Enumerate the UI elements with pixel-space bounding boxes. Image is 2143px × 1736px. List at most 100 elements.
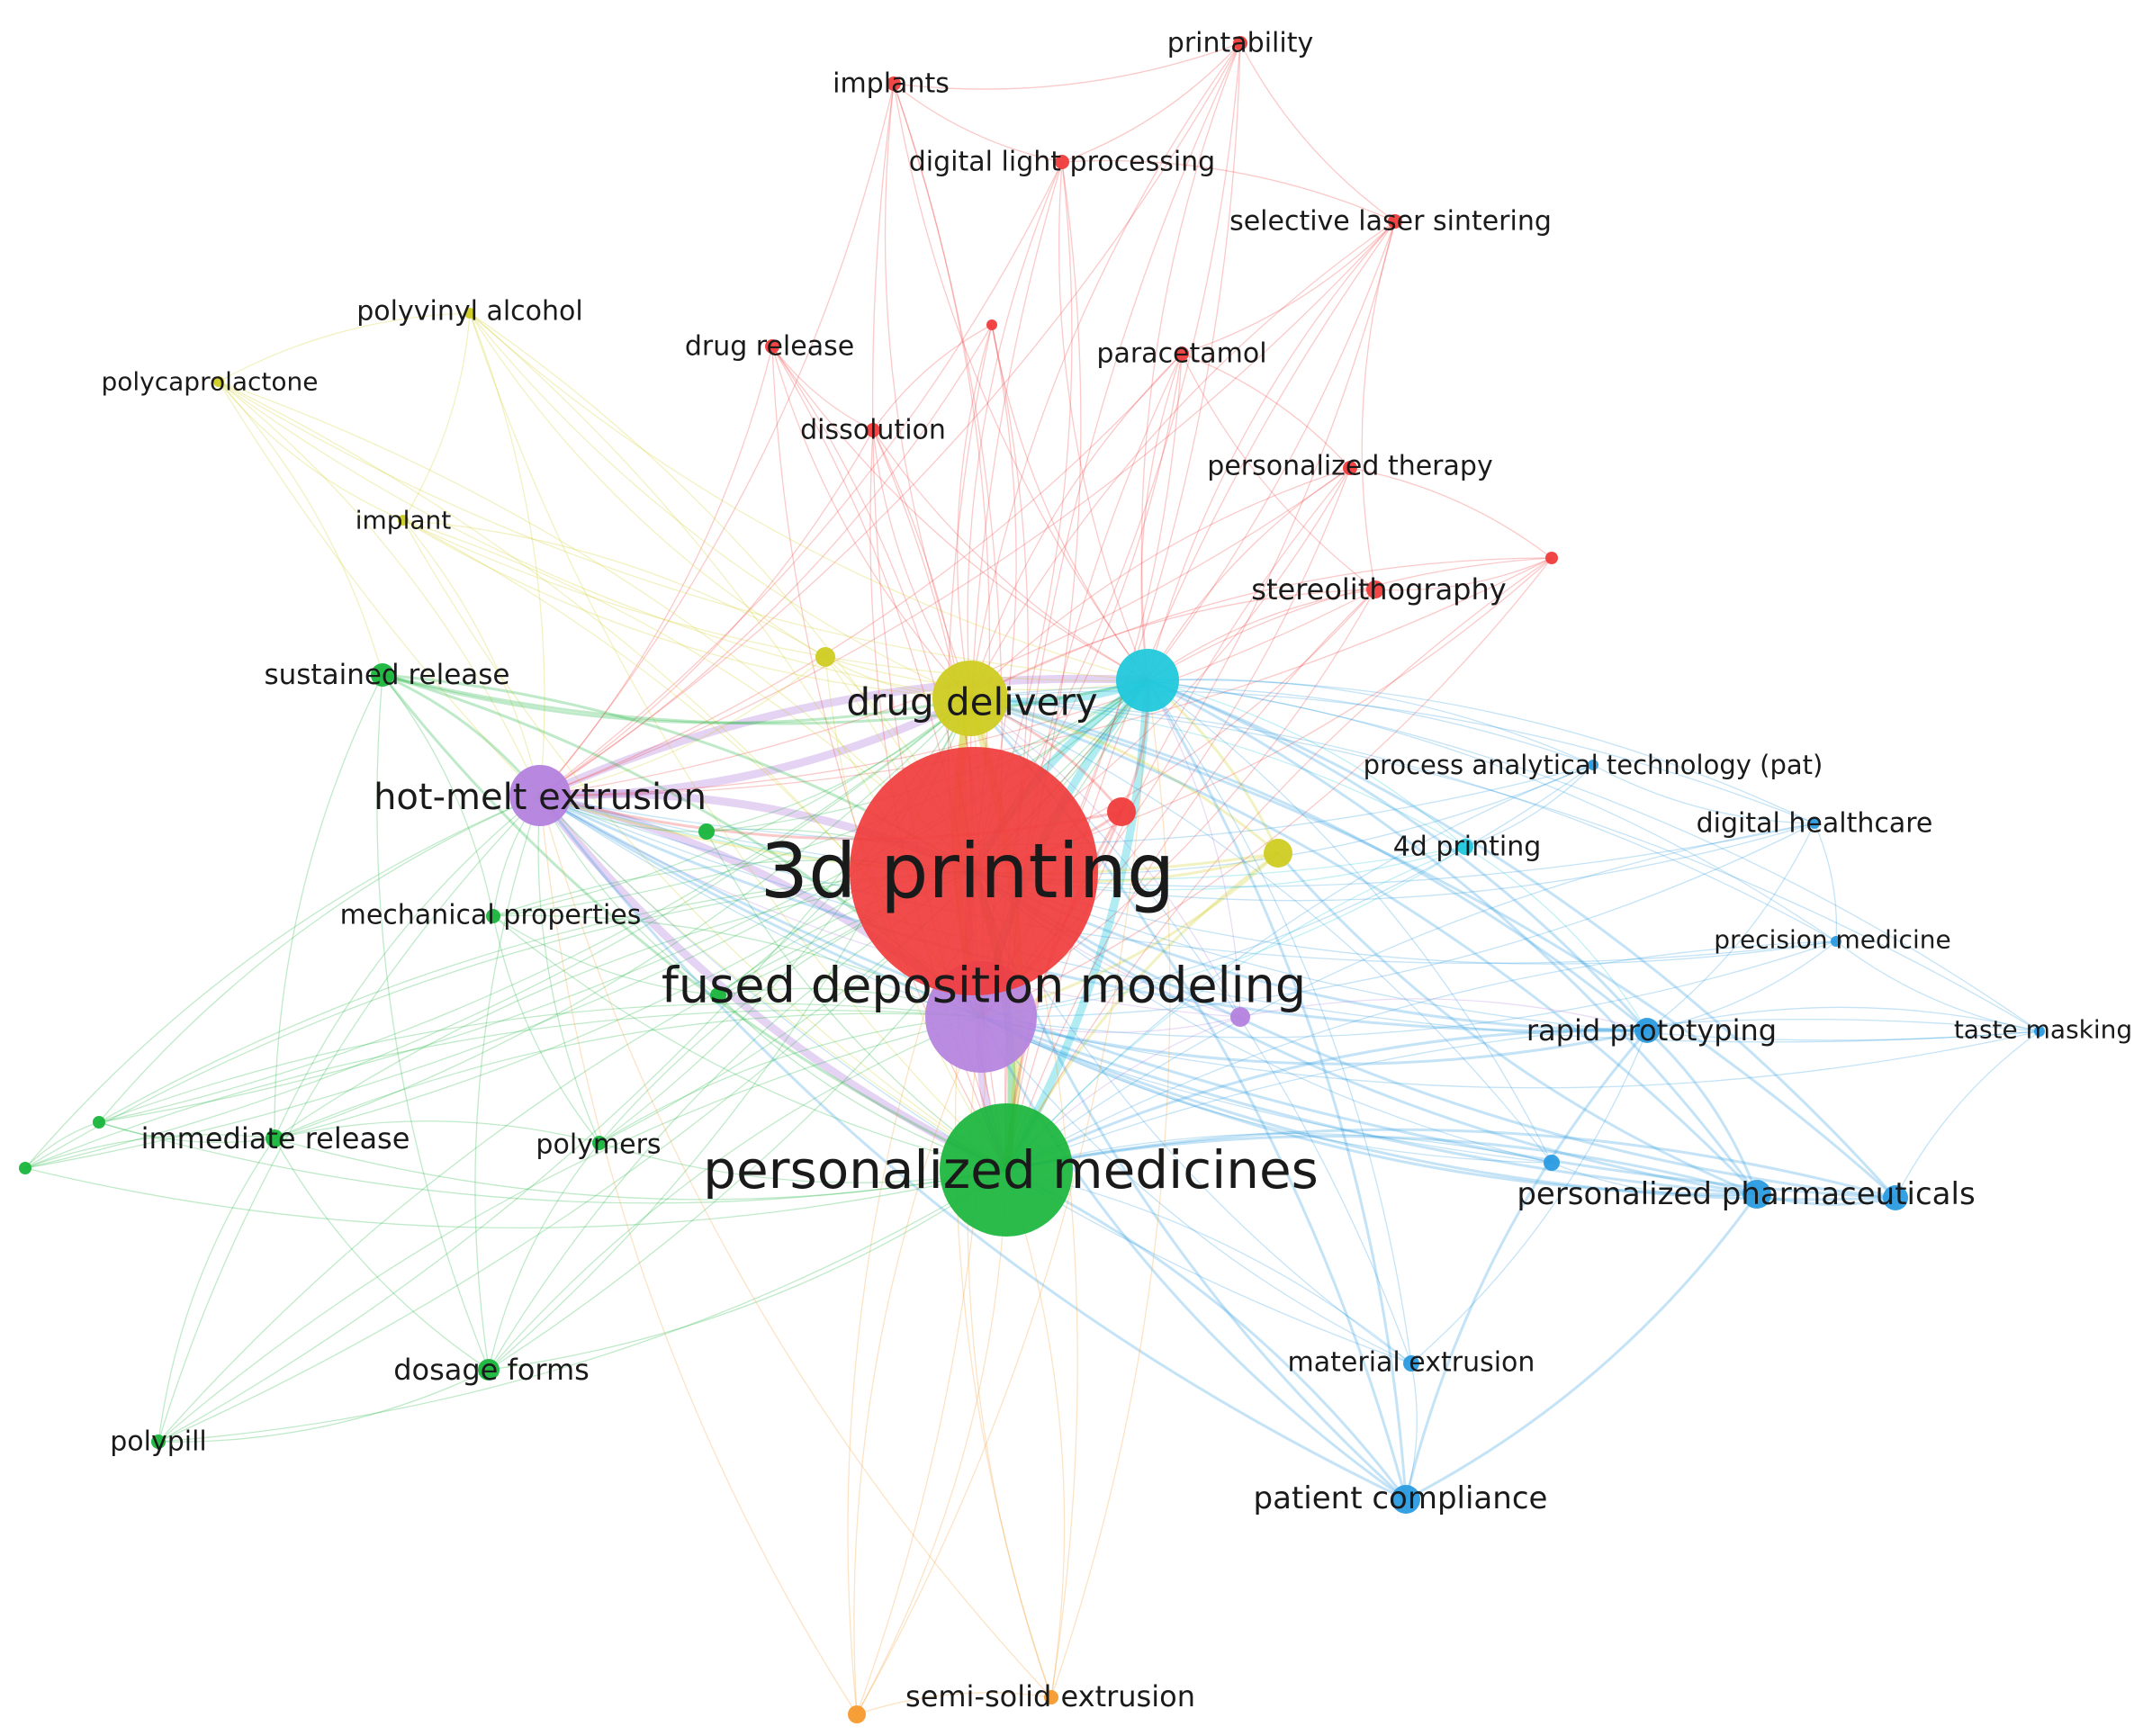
node-process-analytical-technology[interactable] [1588, 760, 1598, 770]
edge-drug-release-dissolution [771, 346, 874, 431]
node-rapid-prototyping[interactable] [1634, 1018, 1660, 1043]
edge-material-extrusion-patient-compliance [1405, 1363, 1418, 1500]
edge-personalized-therapy-personalized-medicines [1005, 467, 1351, 1171]
edge-orange-small-3d-printing [847, 870, 975, 1715]
edge-stereolithography-drug-delivery [969, 589, 1376, 699]
node-precision-medicine[interactable] [1831, 936, 1841, 947]
edge-sustained-release-personalized-medicines [381, 674, 1007, 1172]
edge-polypill-hot-melt-extrusion [158, 795, 541, 1443]
label-drug-release: drug release [685, 331, 854, 363]
label-personalized-medicines: personalized medicines [703, 1139, 1319, 1201]
node-sustained-release[interactable] [371, 663, 394, 687]
node-patient-compliance[interactable] [1391, 1485, 1420, 1514]
node-stereolithography[interactable] [1366, 580, 1384, 598]
node-digital-light-processing[interactable] [1055, 155, 1069, 169]
edge-blue-small-b-cyan-hub [1147, 679, 1897, 1200]
edge-implant-yellow-small-a [402, 519, 826, 658]
label-printability: printability [1167, 28, 1313, 59]
edge-printability-implants [893, 42, 1241, 90]
node-personalized-pharmaceuticals[interactable] [1742, 1180, 1771, 1209]
edge-personalized-medicines-hot-melt-extrusion [536, 793, 1008, 1174]
edge-polyvinyl-alcohol-hot-melt-extrusion [469, 312, 545, 796]
edge-green-small-d-hot-melt-extrusion [24, 795, 541, 1169]
edge-mechanical-properties-polymers [492, 915, 600, 1144]
node-purple-small[interactable] [1230, 1007, 1250, 1027]
node-immediate-release[interactable] [266, 1129, 284, 1147]
node-green-small-c[interactable] [93, 1116, 105, 1129]
node-dosage-forms[interactable] [478, 1359, 500, 1381]
edge-immediate-release-drug-delivery [274, 697, 971, 1139]
edge-polypill-dosage-forms [158, 1369, 490, 1443]
edge-drug-release-drug-delivery [771, 346, 971, 699]
label-selective-laser-sintering: selective laser sintering [1229, 206, 1552, 238]
edge-rapid-prototyping-personalized-pharmaceuticals [1645, 1029, 1759, 1195]
edge-selective-laser-sintering-stereolithography [1361, 220, 1396, 590]
node-personalized-medicines[interactable] [940, 1103, 1073, 1237]
edge-implant-drug-delivery [402, 519, 971, 699]
edge-paracetamol-stereolithography [1181, 353, 1376, 590]
edge-immediate-release-polymers [274, 1120, 600, 1144]
edge-personalized-pharmaceuticals-hot-melt-extrusion [539, 794, 1758, 1196]
node-green-small-a[interactable] [698, 823, 715, 840]
label-implants: implants [833, 68, 950, 100]
edge-polycaprolactone-sustained-release [218, 381, 383, 676]
node-mechanical-properties[interactable] [486, 909, 500, 923]
node-blue-small-b[interactable] [1883, 1185, 1908, 1210]
node-polycaprolactone[interactable] [213, 376, 224, 387]
edge-personalized-therapy-red-small-b [1349, 467, 1553, 559]
edge-semi-solid-extrusion-orange-small [856, 1692, 1052, 1715]
node-orange-small[interactable] [848, 1705, 866, 1723]
node-digital-healthcare[interactable] [1809, 818, 1820, 829]
node-selective-laser-sintering[interactable] [1388, 214, 1402, 229]
node-implants[interactable] [887, 76, 901, 91]
node-taste-masking[interactable] [2034, 1026, 2045, 1037]
node-yellow-small-b[interactable] [1264, 839, 1292, 868]
node-hot-melt-extrusion[interactable] [509, 765, 571, 826]
node-personalized-therapy[interactable] [1343, 461, 1357, 475]
node-polyvinyl-alcohol[interactable] [464, 308, 475, 319]
label-polypill: polypill [110, 1426, 207, 1458]
node-red-mid[interactable] [1107, 797, 1136, 826]
node-printability[interactable] [1233, 36, 1247, 50]
node-drug-release[interactable] [765, 339, 779, 354]
edge-4d-printing-process-analytical-technology [1464, 764, 1594, 848]
node-red-small-b[interactable] [1545, 552, 1558, 564]
node-drug-delivery[interactable] [932, 661, 1008, 736]
node-green-small-b[interactable] [710, 987, 726, 1003]
node-material-extrusion[interactable] [1403, 1355, 1419, 1372]
label-taste-masking: taste masking [1954, 1015, 2132, 1045]
node-implant[interactable] [398, 515, 409, 526]
edge-dissolution-cyan-hub [872, 429, 1148, 681]
node-red-small-a[interactable] [986, 319, 997, 330]
edge-green-small-b-mechanical-properties [492, 915, 719, 996]
edge-rapid-prototyping-fused-deposition-modeling [980, 1015, 1648, 1066]
node-paracetamol[interactable] [1175, 346, 1189, 361]
label-rapid-prototyping: rapid prototyping [1526, 1013, 1777, 1048]
node-cyan-hub[interactable] [1116, 649, 1179, 712]
node-3d-printing[interactable] [850, 747, 1098, 995]
node-blue-small-a[interactable] [1544, 1155, 1560, 1171]
edge-patient-compliance-personalized-medicines [1005, 1168, 1408, 1500]
node-polypill[interactable] [151, 1435, 166, 1449]
edge-digital-light-processing-cyan-hub [1058, 161, 1148, 681]
edge-mechanical-properties-personalized-medicines [492, 915, 1007, 1171]
node-dissolution[interactable] [866, 423, 880, 437]
edge-personalized-pharmaceuticals-blue-small-b [1756, 1192, 1896, 1206]
edge-process-analytical-technology-personalized-medicines [1005, 764, 1594, 1171]
label-semi-solid-extrusion: semi-solid extrusion [905, 1679, 1195, 1714]
edge-rapid-prototyping-drug-delivery [969, 697, 1648, 1032]
node-4d-printing[interactable] [1457, 839, 1473, 855]
node-semi-solid-extrusion[interactable] [1044, 1690, 1058, 1705]
edge-material-extrusion-cyan-hub [1147, 679, 1412, 1364]
edge-precision-medicine-3d-printing [973, 870, 1837, 965]
node-yellow-small-a[interactable] [815, 647, 835, 667]
node-polymers[interactable] [592, 1136, 607, 1150]
edge-process-analytical-technology-drug-delivery [969, 686, 1594, 766]
edge-blue-small-a-personalized-pharmaceuticals [1551, 1162, 1758, 1197]
node-green-small-d[interactable] [19, 1162, 32, 1174]
edge-green-small-c-drug-delivery [98, 697, 971, 1123]
edge-green-small-d-fused-deposition-modeling [24, 1009, 982, 1169]
edge-polyvinyl-alcohol-personalized-medicines [469, 312, 1007, 1171]
label-mechanical-properties: mechanical properties [340, 900, 642, 931]
edge-personalized-therapy-cyan-hub [1147, 467, 1351, 681]
